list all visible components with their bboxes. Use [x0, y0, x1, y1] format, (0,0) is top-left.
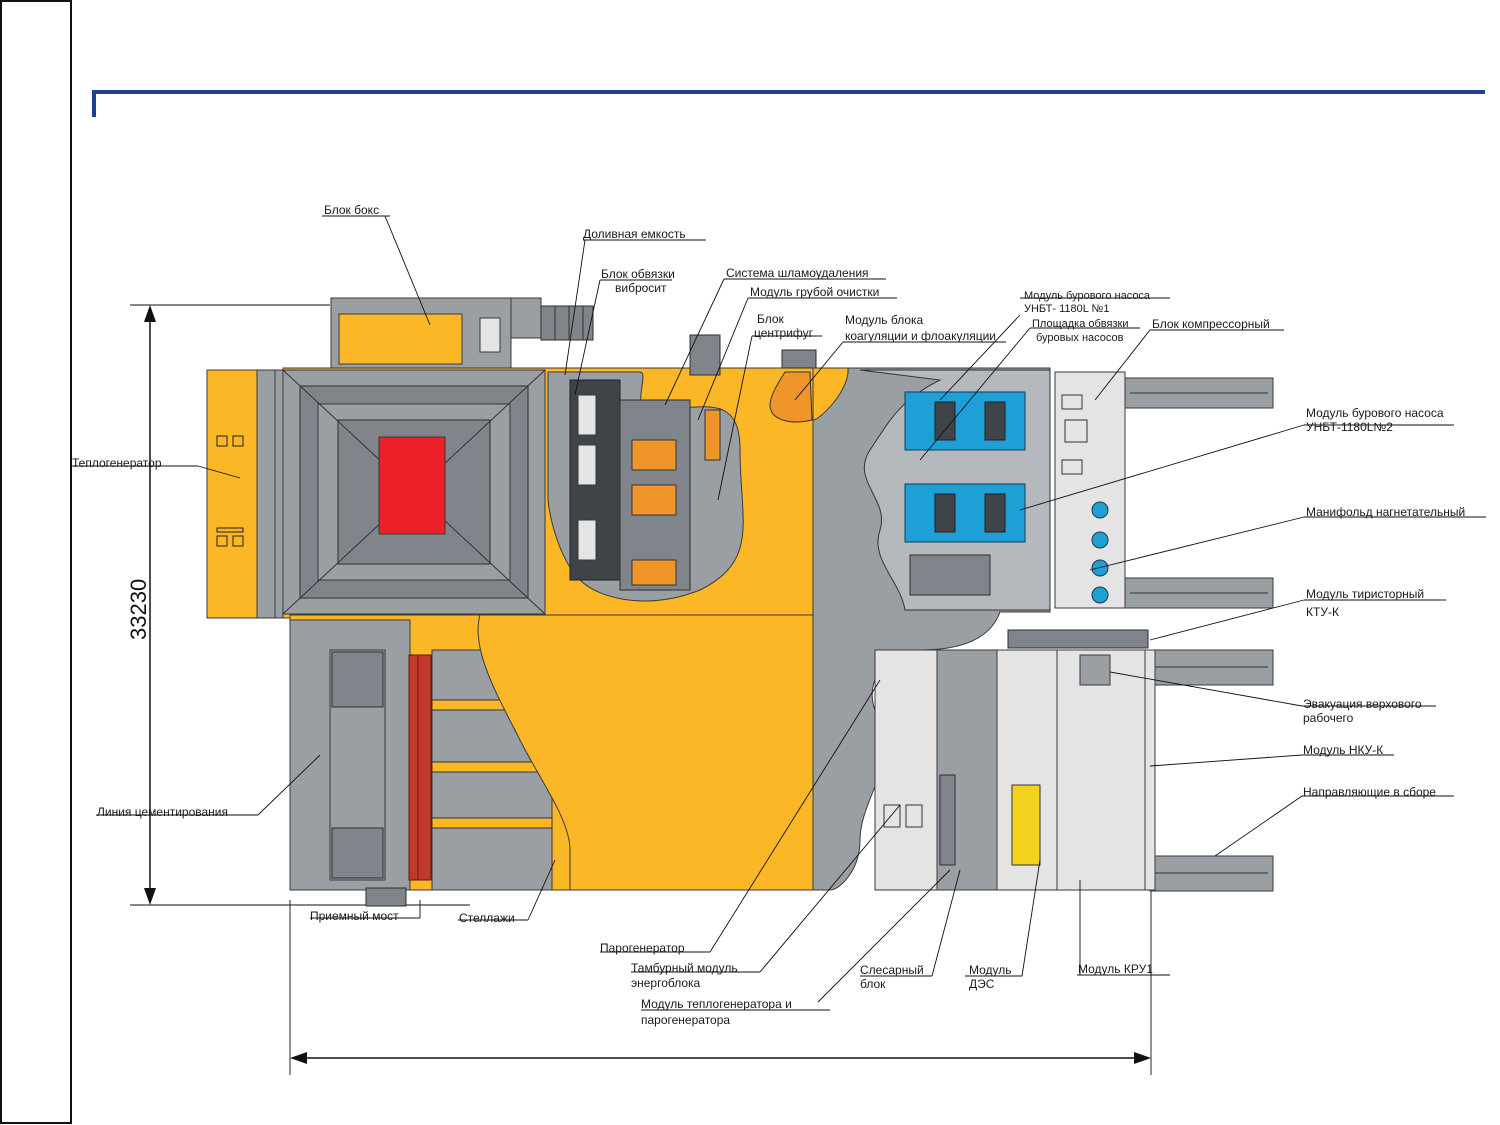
label-des-2: ДЭС: [969, 977, 995, 991]
label-pump2-1: Модуль бурового насоса: [1306, 406, 1444, 420]
heat-generator-module: [206, 369, 284, 619]
label-pump2-2: УНБТ-1180L№2: [1306, 420, 1393, 434]
label-block-box: Блок бокс: [324, 203, 379, 217]
label-shaker-piping-1: Блок обвязки: [601, 267, 675, 281]
label-manifold: Манифольд нагнетательный: [1306, 505, 1465, 519]
label-shaker-piping-2: вибросит: [615, 281, 667, 295]
label-workshop-1: Слесарный: [860, 963, 924, 977]
label-nku-module: Модуль НКУ-К: [1303, 743, 1383, 757]
block-box-module: [330, 297, 594, 371]
label-coagulation-1: Модуль блока: [845, 313, 924, 327]
rotary-table: [378, 436, 446, 535]
label-kru-module: Модуль КРУ1: [1078, 962, 1153, 976]
label-coarse-cleaning: Модуль грубой очистки: [750, 285, 879, 299]
horizontal-dimension: [289, 890, 1152, 1075]
label-compressor-block: Блок компрессорный: [1152, 317, 1270, 331]
label-vestibule-1: Тамбурный модуль: [631, 961, 738, 975]
label-sludge-system: Система шламоудаления: [726, 266, 869, 280]
label-steam-generator: Парогенератор: [600, 941, 685, 955]
label-receiving-bridge: Приемный мост: [310, 909, 399, 923]
label-vestibule-2: энергоблока: [631, 976, 701, 990]
label-evacuation-2: рабочего: [1303, 711, 1354, 725]
label-pump1-2: УНБТ- 1180L №1: [1024, 303, 1109, 315]
pump-area: [812, 367, 1051, 891]
lower-base-area: [289, 614, 816, 907]
label-centrifuge-1: Блок: [757, 312, 785, 326]
label-heat-steam-1: Модуль теплогенератора и: [641, 997, 792, 1011]
label-guides-assembly: Направляющие в сборе: [1303, 785, 1436, 799]
left-frame-strip: [0, 0, 72, 1124]
guide-rails: [1124, 377, 1274, 892]
label-pump1-1: Модуль бурового насоса: [1024, 290, 1151, 302]
label-coagulation-2: коагуляции и флоакуляции: [845, 329, 996, 343]
label-workshop-2: блок: [860, 977, 886, 991]
power-modules: [874, 649, 1156, 891]
label-des-1: Модуль: [969, 963, 1012, 977]
compressor-block: [1054, 371, 1126, 609]
label-centrifuge-2: центрифуг: [754, 326, 814, 340]
leader-lines: [72, 215, 1486, 1011]
header-accent-line: [92, 90, 1485, 117]
label-evacuation-1: Эвакуация верхового: [1303, 697, 1422, 711]
label-topping-tank: Доливная емкость: [583, 227, 686, 241]
label-racks: Стеллажи: [459, 911, 515, 925]
label-thyristor-1: Модуль тиристорный: [1306, 587, 1424, 601]
label-pump-platform-1: Площадка обвязки: [1032, 318, 1128, 330]
label-heat-generator: Теплогенератор: [72, 456, 162, 470]
dimension-height-value: 33230: [126, 579, 151, 640]
labels: Блок бокс Доливная емкость Блок обвязки …: [72, 203, 1465, 1027]
vertical-dimension: 33230: [126, 304, 470, 906]
thyristor-bridge: [1007, 629, 1149, 649]
label-pump-platform-2: буровых насосов: [1036, 332, 1124, 344]
mud-system-cutaway: [547, 371, 744, 602]
label-heat-steam-2: парогенератора: [641, 1013, 730, 1027]
label-cementing-line: Линия цементирования: [97, 805, 228, 819]
coagulation-tank: [769, 371, 813, 423]
label-thyristor-2: КТУ-К: [1306, 605, 1339, 619]
